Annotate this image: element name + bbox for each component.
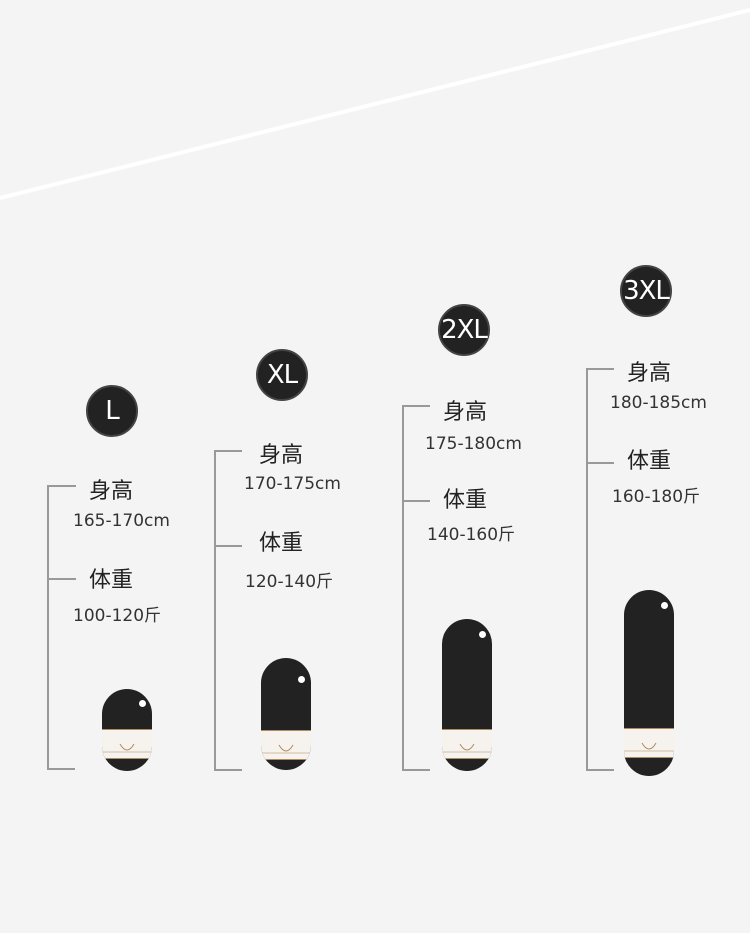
diagonal-line	[0, 8, 750, 200]
